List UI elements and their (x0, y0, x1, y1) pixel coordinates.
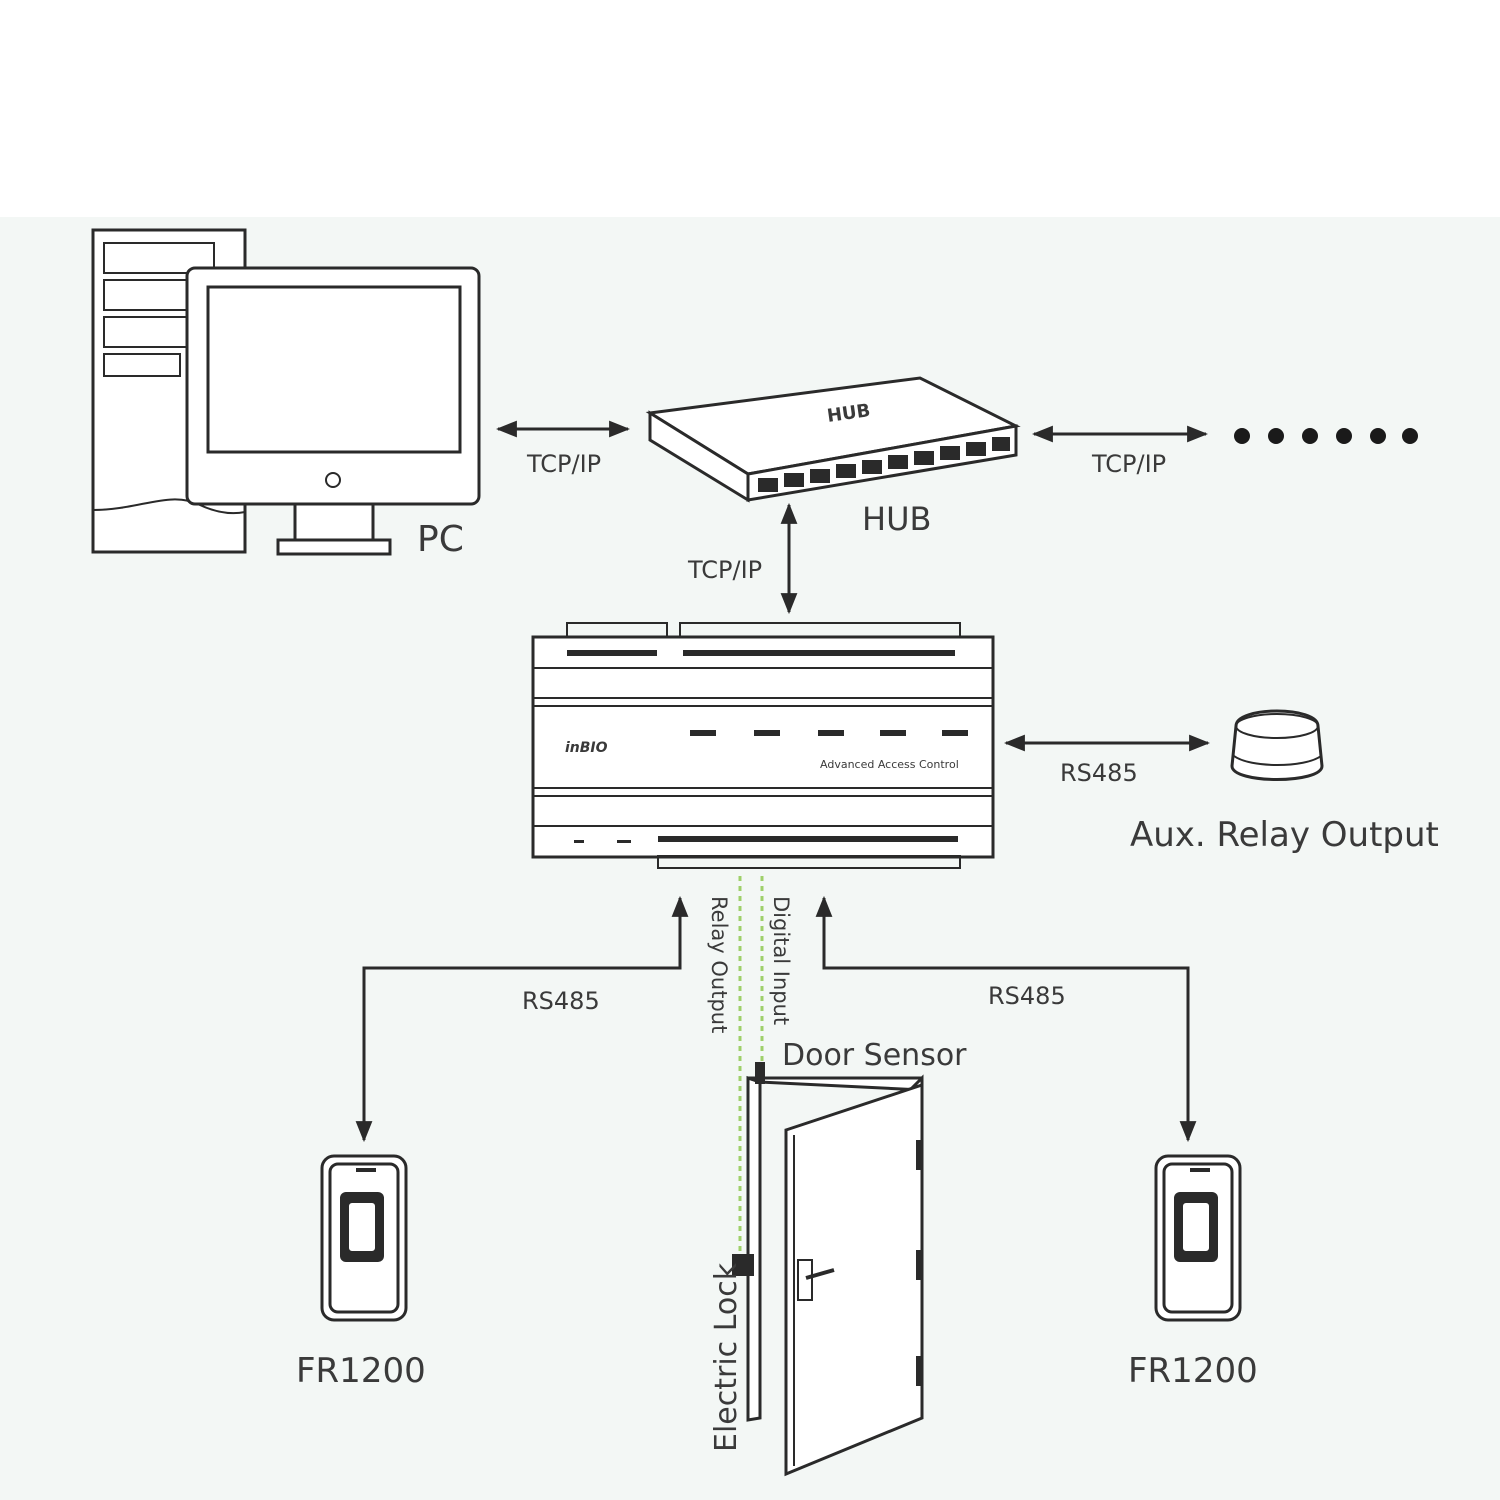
access-controller-icon: inBIO Advanced Access Control (531, 622, 995, 869)
controller-aux-protocol-label: RS485 (1060, 759, 1138, 787)
relay-device-icon (1230, 709, 1324, 781)
door-sensor-label: Door Sensor (782, 1038, 967, 1073)
controller-label: Advanced Access Control (820, 758, 959, 771)
hub-label: HUB (862, 500, 931, 538)
hub-controller-protocol-label: TCP/IP (687, 556, 762, 584)
electric-lock-label: Electric Lock (709, 1262, 744, 1452)
more-devices-ellipsis (1234, 428, 1418, 444)
controller-reader-right-protocol-label: RS485 (988, 982, 1066, 1010)
hub-more-protocol-label: TCP/IP (1091, 450, 1166, 478)
desktop-computer-icon (91, 228, 481, 556)
controller-reader-left-protocol-label: RS485 (522, 987, 600, 1015)
reader-right-label: FR1200 (1128, 1351, 1258, 1391)
controller-reader-left-link (355, 895, 689, 1143)
door-icon (746, 1074, 924, 1477)
reader-left-label: FR1200 (296, 1351, 426, 1391)
door-sensor-icon (755, 1062, 765, 1084)
digital-input-label: Digital Input (769, 896, 793, 1025)
electric-lock-icon (732, 1254, 754, 1276)
controller-reader-right-link (815, 895, 1197, 1143)
pc-hub-protocol-label: TCP/IP (526, 450, 601, 478)
pc-label: PC (417, 519, 464, 560)
aux-relay-output-label: Aux. Relay Output (1130, 815, 1439, 855)
fingerprint-reader-right-icon (1154, 1154, 1242, 1322)
relay-output-label: Relay Output (707, 896, 731, 1033)
network-hub-icon: HUB (645, 376, 1021, 503)
controller-brand-logo: inBIO (565, 740, 608, 756)
fingerprint-reader-left-icon (320, 1154, 408, 1322)
